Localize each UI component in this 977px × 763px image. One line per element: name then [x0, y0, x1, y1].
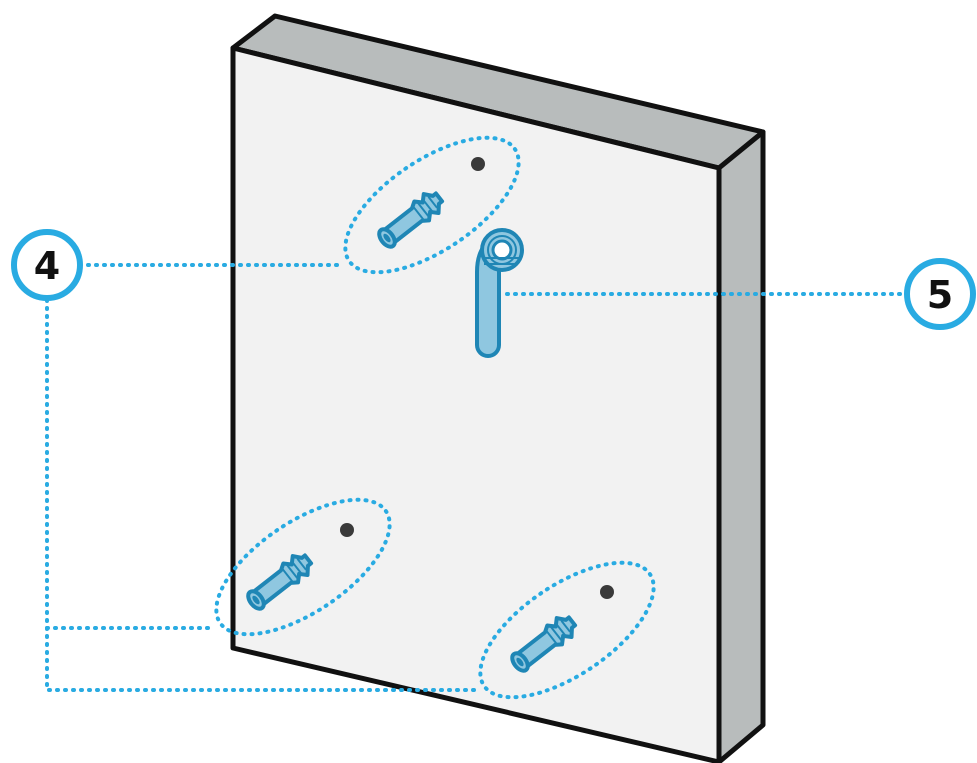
anchor-highlight-bottom-right: [478, 560, 656, 700]
water-pipe-elbow-icon: [475, 228, 524, 358]
callout-4-number: 4: [34, 244, 60, 288]
panel-front-face: [230, 45, 722, 763]
drill-hole-top: [471, 157, 485, 171]
leader-4-vertical: [45, 290, 480, 692]
callout-4-badge: 4: [11, 229, 83, 301]
panel-edge-face: [716, 129, 766, 763]
callout-5-number: 5: [927, 273, 953, 317]
anchor-highlight-top: [343, 135, 521, 275]
callout-leaders: [45, 263, 907, 692]
drill-hole-bottom-left: [340, 523, 354, 537]
callout-5-badge: 5: [904, 258, 976, 330]
anchor-highlight-bottom-left: [214, 497, 392, 637]
drill-hole-bottom-right: [600, 585, 614, 599]
